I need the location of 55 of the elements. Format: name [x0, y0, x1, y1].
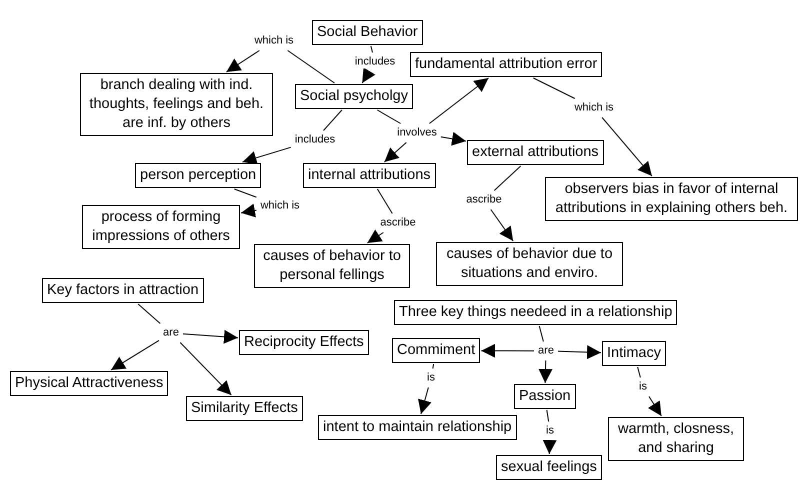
connector-line — [532, 78, 576, 99]
connector-line — [323, 110, 342, 131]
arrow — [362, 67, 376, 84]
connector-line — [637, 366, 641, 378]
concept-box: Physical Attractiveness — [10, 371, 168, 396]
concept-box: Social Behavior — [312, 20, 423, 45]
connector-line — [138, 304, 161, 324]
connector-line — [376, 188, 393, 214]
connector-line — [546, 410, 550, 422]
concept-box: Similarity Effects — [186, 396, 303, 421]
concept-box: branch dealing with ind. thoughts, feelings and beh. are inf. by others — [80, 73, 273, 136]
concept-box: causes of behavior due to situations and enviro. — [436, 242, 623, 286]
arrow — [180, 342, 232, 396]
arrow — [648, 396, 662, 416]
linking-phrase: includes — [354, 56, 396, 68]
concept-box: observers bias in favor of internal attributions in explaining others beh. — [545, 177, 798, 221]
arrow — [602, 117, 652, 176]
concept-box: Three key things needeed in a relationship — [394, 300, 678, 325]
concept-box: Key factors in attraction — [42, 278, 204, 303]
concept-box: Commiment — [392, 338, 480, 363]
arrow — [242, 146, 292, 165]
arrow — [182, 330, 238, 344]
arrow — [366, 230, 384, 244]
concept-box: process of forming impressions of others — [82, 205, 240, 249]
concept-box: Reciprocity Effects — [239, 330, 369, 355]
arrow — [490, 209, 514, 242]
arrow — [538, 360, 552, 384]
arrow — [440, 132, 466, 146]
connector-line — [538, 326, 544, 342]
concept-box: warmth, closness, and sharing — [608, 417, 744, 461]
arrow — [418, 387, 432, 414]
connector-line — [376, 110, 402, 124]
connector-line — [234, 188, 257, 198]
concept-box: fundamental attribution error — [410, 52, 602, 77]
arrow — [384, 142, 407, 162]
concept-box: intent to maintain relationship — [318, 415, 517, 440]
concept-box: internal attributions — [303, 163, 436, 188]
connector-line — [287, 50, 335, 84]
arrow — [480, 344, 534, 358]
arrow — [428, 78, 489, 124]
arrow — [542, 440, 557, 454]
concept-box: causes of behavior to personal fellings — [254, 244, 410, 288]
connector-line — [370, 46, 373, 53]
arrow — [558, 345, 602, 360]
concept-box: Passion — [514, 384, 576, 409]
concept-box: Intimacy — [602, 341, 666, 366]
concept-box: person perception — [135, 163, 262, 188]
concept-box: Social psycholgy — [295, 84, 413, 109]
arrow — [240, 204, 257, 218]
concept-box: external attributions — [467, 140, 604, 165]
arrow — [110, 340, 160, 370]
arrow — [226, 50, 260, 72]
concept-box: sexual feelings — [496, 455, 602, 480]
connector-line — [494, 166, 522, 191]
connector-line — [432, 364, 434, 369]
